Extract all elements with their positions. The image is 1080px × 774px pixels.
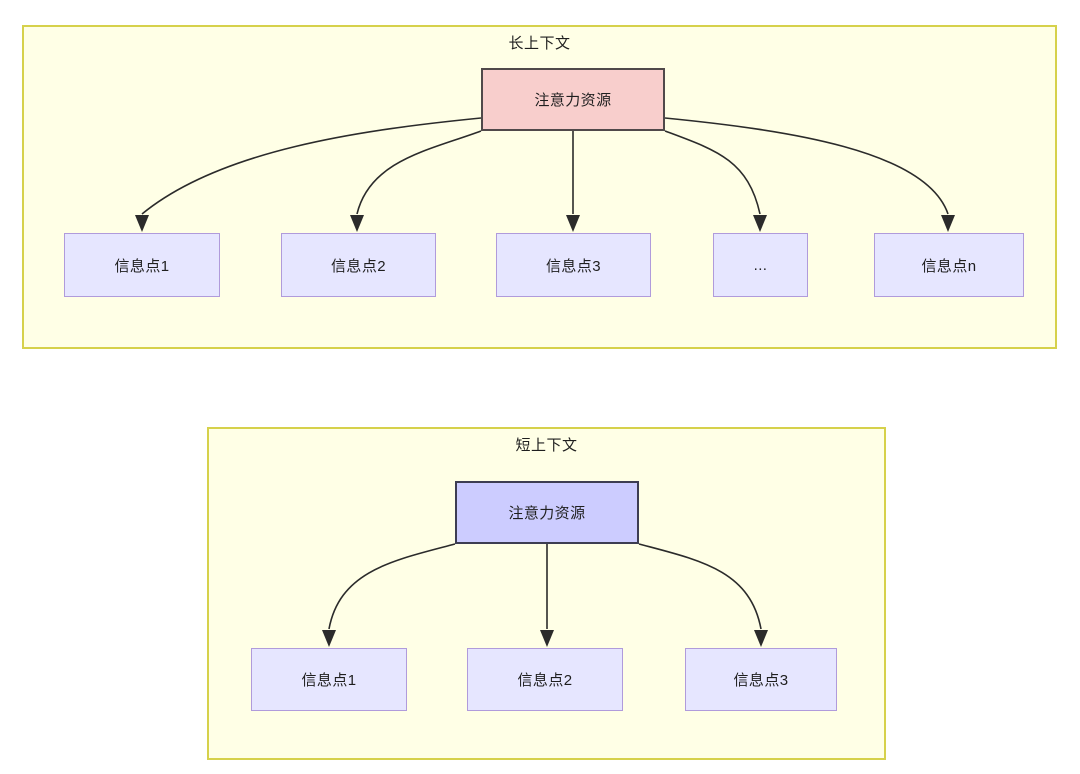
node-label: ...	[753, 256, 768, 274]
node-label: 注意力资源	[508, 505, 586, 522]
panel-long-context-title: 长上下文	[508, 35, 571, 52]
node-info-point-n-long[interactable]: 信息点n	[874, 233, 1024, 297]
panel-short-context-title: 短上下文	[515, 437, 578, 454]
node-info-point-2-long[interactable]: 信息点2	[281, 233, 436, 297]
node-attention-resource-short[interactable]: 注意力资源	[455, 481, 639, 544]
node-info-point-ellipsis-long[interactable]: ...	[713, 233, 808, 297]
node-info-point-3-long[interactable]: 信息点3	[496, 233, 651, 297]
node-info-point-2-short[interactable]: 信息点2	[467, 648, 623, 711]
node-attention-resource-long[interactable]: 注意力资源	[481, 68, 665, 131]
node-info-point-3-short[interactable]: 信息点3	[685, 648, 837, 711]
node-label: 信息点2	[331, 257, 386, 275]
node-label: 信息点2	[517, 672, 573, 689]
node-info-point-1-long[interactable]: 信息点1	[64, 233, 220, 297]
node-label: 信息点3	[546, 257, 601, 275]
node-label: 信息点1	[301, 672, 357, 689]
node-label: 注意力资源	[534, 92, 612, 109]
node-label: 信息点n	[921, 257, 977, 275]
node-label: 信息点3	[733, 672, 789, 689]
node-info-point-1-short[interactable]: 信息点1	[251, 648, 407, 711]
node-label: 信息点1	[114, 257, 170, 275]
